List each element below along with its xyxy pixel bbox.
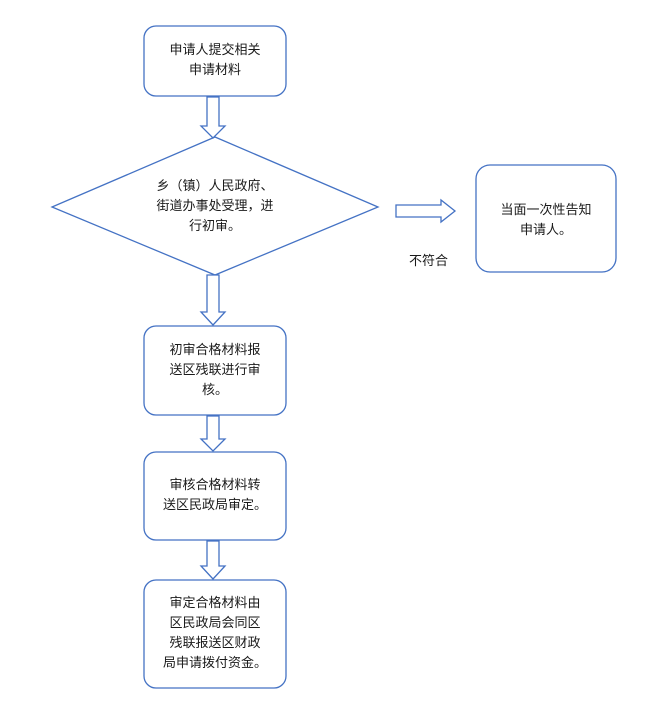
civil-affairs-decision-line-2: 送区民政局审定。: [162, 498, 267, 513]
civil-affairs-decision-box: [143, 451, 287, 541]
reject-notice-line-1: 当面一次性告知: [500, 203, 592, 218]
preliminary-review-line-1: 乡（镇）人民政府、: [156, 179, 274, 194]
submit-line-1: 申请人提交相关: [169, 43, 261, 58]
preliminary-review-text: 乡（镇）人民政府、 街道办事处受理，进 行初审。: [115, 172, 315, 242]
submit-line-2: 申请材料: [188, 63, 241, 78]
reject-notice-text: 当面一次性告知 申请人。: [476, 165, 616, 272]
reject-edge-label: 不符合: [409, 254, 449, 269]
reject-notice-box: [475, 164, 617, 273]
arrow-review-to-district: [199, 274, 227, 326]
district-review-text: 初审合格材料报 送区残联进行审 核。: [144, 326, 286, 415]
submit-box: [143, 25, 287, 97]
fund-allocation-text: 审定合格材料由 区民政局会同区 残联报送区财政 局申请拨付资金。: [144, 580, 286, 688]
fund-allocation-line-4: 局申请拨付资金。: [162, 656, 267, 671]
arrow-review-to-reject: [395, 198, 457, 224]
submit-text: 申请人提交相关 申请材料: [144, 26, 286, 96]
district-review-box: [143, 325, 287, 416]
preliminary-review-line-2: 街道办事处受理，进: [156, 199, 274, 214]
district-review-line-3: 核。: [201, 382, 228, 398]
district-review-line-1: 初审合格材料报: [169, 342, 261, 358]
preliminary-review-line-3: 行初审。: [188, 219, 241, 234]
arrow-district-to-decision: [199, 415, 227, 452]
arrow-decision-to-allocation: [199, 540, 227, 580]
civil-affairs-decision-line-1: 审核合格材料转: [169, 478, 261, 493]
reject-notice-line-2: 申请人。: [519, 223, 572, 238]
district-review-line-2: 送区残联进行审: [169, 362, 261, 378]
fund-allocation-line-3: 残联报送区财政: [169, 636, 261, 651]
fund-allocation-line-1: 审定合格材料由: [169, 596, 261, 611]
fund-allocation-box: [143, 579, 287, 689]
fund-allocation-line-2: 区民政局会同区: [169, 616, 261, 631]
civil-affairs-decision-text: 审核合格材料转 送区民政局审定。: [144, 452, 286, 540]
arrow-submit-to-review: [199, 96, 227, 139]
